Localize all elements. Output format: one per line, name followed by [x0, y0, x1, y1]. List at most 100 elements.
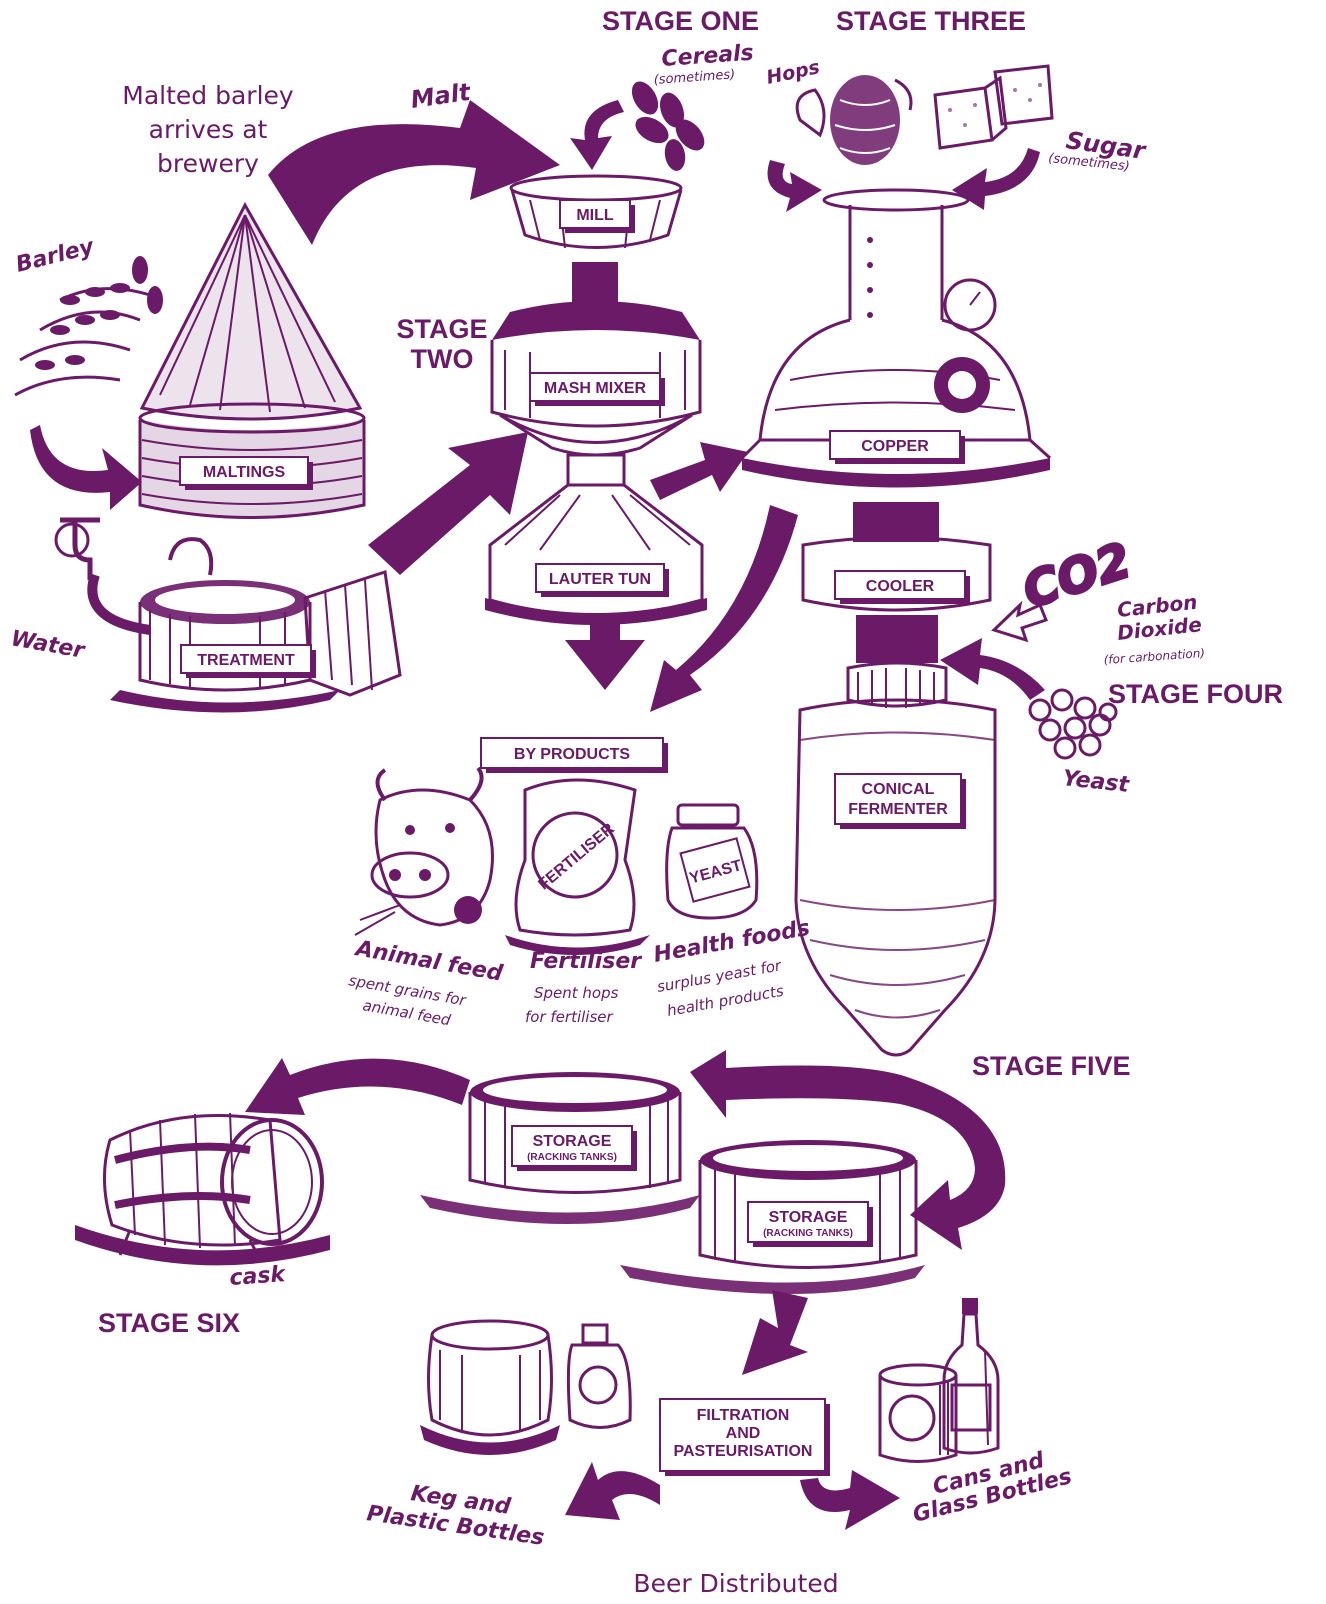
- fermenter-label-2: FERMENTER: [848, 801, 948, 818]
- by-products-header-box: BY PRODUCTS: [480, 737, 668, 773]
- mash-mixer-label-box: MASH MIXER: [529, 372, 665, 406]
- arrow-sugar: [952, 148, 1040, 210]
- hops-label: Hops: [764, 56, 821, 89]
- arrow-to-cans: [800, 1470, 900, 1530]
- cereals-label: Cereals: [661, 41, 755, 72]
- cask-icon: [75, 1112, 330, 1266]
- stage-four-label: STAGE FOUR: [1108, 679, 1283, 709]
- copper-label: COPPER: [861, 438, 929, 455]
- maltings-building: [138, 201, 366, 519]
- cereals-note: (sometimes): [653, 67, 736, 88]
- arrow-storage-to-filtration: [742, 1290, 808, 1375]
- storage-2-label: STORAGE: [769, 1209, 848, 1226]
- fermenter-label-1: CONICAL: [862, 781, 935, 798]
- fertiliser-desc-1: Spent hops: [534, 984, 619, 1002]
- mash-mixer-vessel: [490, 301, 702, 487]
- water-label: Water: [9, 626, 87, 664]
- stage-five-label: STAGE FIVE: [972, 1051, 1131, 1081]
- lauter-tun-label: LAUTER TUN: [549, 571, 651, 588]
- copper-label-box: COPPER: [829, 430, 965, 464]
- cooler-label-box: COOLER: [834, 570, 970, 604]
- lauter-tun-vessel: [485, 483, 707, 625]
- keg-icon: [420, 1319, 560, 1455]
- carbon-note: (for carbonation): [1103, 646, 1205, 667]
- arrow-malt: [268, 100, 560, 245]
- arrow-yeast: [940, 638, 1045, 700]
- arrow-hops: [767, 160, 822, 212]
- by-products-header: BY PRODUCTS: [514, 746, 630, 763]
- filtration-label-box: FILTRATION AND PASTEURISATION: [659, 1398, 830, 1476]
- stage-two-label-1: STAGE: [396, 314, 487, 344]
- stage-one-label: STAGE ONE: [602, 6, 759, 36]
- stage-two-label-2: TWO: [411, 344, 474, 374]
- storage-2-note: (RACKING TANKS): [763, 1228, 853, 1239]
- malt-label: Malt: [409, 78, 474, 114]
- mill-label: MILL: [576, 207, 614, 224]
- cereals-icon: [631, 81, 705, 171]
- fermenter-vessel: [794, 661, 997, 1057]
- barley-icon: [14, 256, 163, 397]
- stage-labels: STAGE ONE STAGE THREE STAGE TWO STAGE FO…: [98, 6, 1283, 1338]
- arrow-fermenter-to-storage: [690, 1050, 1006, 1250]
- arrow-to-keg: [565, 1462, 660, 1520]
- malted-barley-text-1: Malted barley: [122, 81, 294, 110]
- copper-vessel: [740, 188, 1052, 542]
- mill-hopper: [509, 174, 683, 310]
- storage-tank-1: [420, 1072, 700, 1224]
- yeast-jar-icon: YEAST: [665, 803, 759, 920]
- treatment-label-box: TREATMENT: [180, 644, 316, 678]
- yeast-label: Yeast: [1061, 766, 1131, 798]
- plastic-bottle-icon: [566, 1323, 632, 1429]
- storage-tank-2: [620, 1140, 925, 1294]
- glass-bottle-icon: [942, 1298, 1000, 1455]
- fermenter-label-box: CONICAL FERMENTER: [834, 773, 966, 829]
- mill-label-box: MILL: [559, 199, 635, 233]
- malted-barley-text-3: brewery: [157, 149, 259, 178]
- cooler-vessel: [801, 536, 992, 663]
- sugar-icon: [933, 64, 1054, 150]
- storage-2-label-box: STORAGE (RACKING TANKS): [747, 1201, 873, 1247]
- arrow-storage-to-cask: [245, 1058, 470, 1115]
- cooler-label: COOLER: [866, 578, 935, 595]
- arrow-copper-to-byproducts: [650, 505, 798, 712]
- storage-1-note: (RACKING TANKS): [527, 1152, 617, 1163]
- treatment-label: TREATMENT: [197, 652, 295, 669]
- yeast-jar-label: YEAST: [688, 857, 744, 887]
- cask-label: cask: [229, 1262, 288, 1291]
- filtration-label-3: PASTEURISATION: [674, 1443, 813, 1460]
- maltings-label-box: MALTINGS: [179, 456, 313, 490]
- arrow-lauter-down: [565, 615, 645, 690]
- mash-mixer-label: MASH MIXER: [544, 380, 647, 397]
- storage-1-label-box: STORAGE (RACKING TANKS): [511, 1125, 637, 1171]
- filtration-label-1: FILTRATION: [697, 1407, 790, 1424]
- arrow-lauter-to-copper: [650, 442, 748, 500]
- water-tap-icon: [54, 517, 214, 635]
- yeast-cells-icon: [1028, 688, 1118, 760]
- stage-six-label: STAGE SIX: [98, 1308, 240, 1338]
- arrow-co2: [991, 600, 1048, 643]
- arrow-cereals: [570, 100, 624, 170]
- arrow-water-to-mash: [368, 432, 528, 575]
- fertiliser-bag-icon: FERTILISER: [505, 778, 650, 955]
- malted-barley-text-2: arrives at: [149, 115, 268, 144]
- by-product-labels: Animal feed spent grains for animal feed…: [347, 916, 812, 1030]
- fertiliser-label: Fertiliser: [530, 949, 642, 974]
- cow-icon: [354, 766, 494, 936]
- hops-icon: [795, 75, 913, 165]
- stage-three-label: STAGE THREE: [836, 6, 1026, 36]
- arrow-barley-to-maltings: [30, 425, 142, 510]
- vessel-labels: MILL MASH MIXER LAUTER TUN MALTINGS TREA…: [179, 199, 970, 1476]
- maltings-label: MALTINGS: [203, 464, 286, 481]
- filtration-label-2: AND: [726, 1425, 761, 1442]
- health-foods-label: Health foods: [652, 916, 812, 968]
- treatment-tank: [110, 570, 402, 713]
- can-icon: [878, 1363, 958, 1463]
- lauter-tun-label-box: LAUTER TUN: [535, 563, 669, 597]
- fertiliser-desc-2: for fertiliser: [525, 1008, 613, 1026]
- maltings-hatch: [159, 214, 336, 413]
- barley-label: Barley: [13, 234, 98, 278]
- storage-1-label: STORAGE: [533, 1133, 612, 1150]
- flow-arrows: [30, 100, 1048, 1530]
